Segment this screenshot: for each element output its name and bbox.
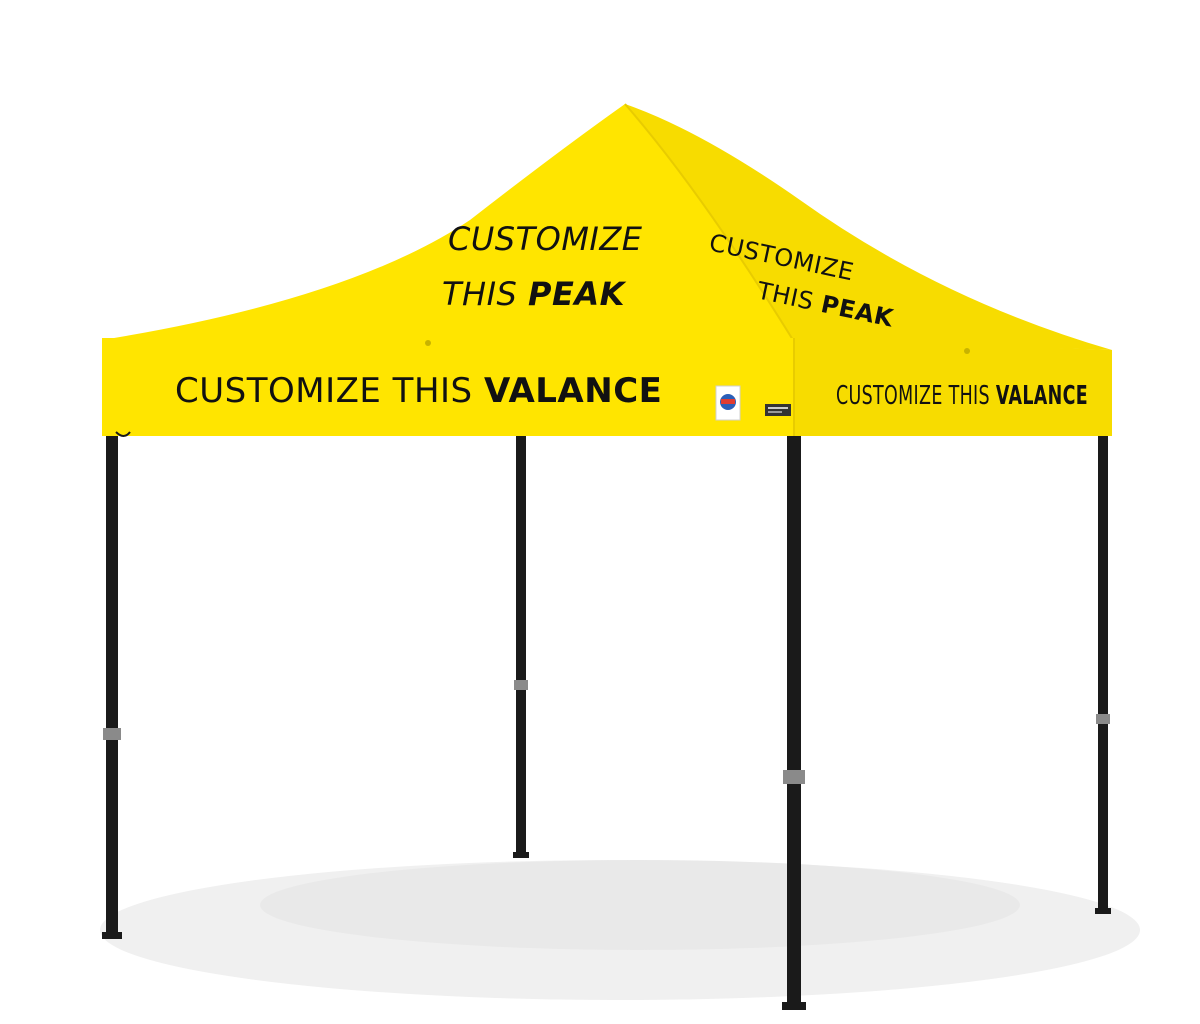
peak-front-line1: CUSTOMIZE <box>448 220 643 258</box>
front-right-leg <box>782 436 806 1010</box>
valance-front-text: CUSTOMIZE THIS VALANCE <box>175 371 662 411</box>
canopy-peak-side <box>625 104 1112 350</box>
peak-front-line2: THIS PEAK <box>442 275 627 313</box>
valance-side-text: CUSTOMIZE THIS VALANCE <box>836 381 1088 411</box>
grommet <box>425 340 431 346</box>
product-tag-icon <box>765 404 791 416</box>
back-left-leg <box>513 436 529 858</box>
strap-hook-icon <box>115 431 131 437</box>
front-left-leg <box>102 436 122 939</box>
valance-side <box>793 338 1112 436</box>
canopy-peak-front <box>102 104 793 340</box>
ground-shadow-inner <box>260 860 1020 950</box>
peak-side-line2: THIS PEAK <box>754 276 897 333</box>
valance-front <box>102 338 795 436</box>
grommet <box>964 348 970 354</box>
ez-up-logo-badge-icon <box>715 385 741 421</box>
back-right-leg <box>1095 436 1111 914</box>
canopy-ridge <box>624 103 794 341</box>
